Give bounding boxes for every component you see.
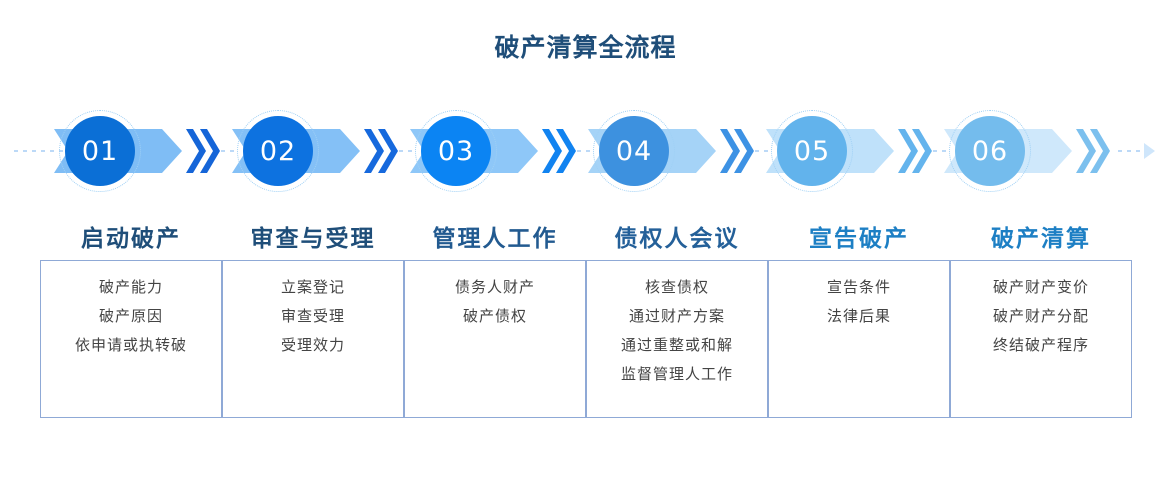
step-heading: 宣告破产	[809, 225, 909, 251]
step-item: 破产财产变价	[992, 279, 1089, 296]
step-number: 06	[955, 116, 1025, 186]
step-circle-03[interactable]: 03	[415, 110, 497, 192]
step-item: 债务人财产	[454, 279, 535, 296]
step-detail-box: 债务人财产破产债权	[404, 260, 586, 418]
dotted-line-start-icon	[14, 150, 66, 152]
step-columns: 启动破产破产能力破产原因依申请或执转破审查与受理立案登记审查受理受理效力管理人工…	[0, 218, 1171, 428]
flow-step-02[interactable]: 02	[222, 108, 417, 194]
dotted-line-end-icon	[1118, 150, 1146, 152]
step-heading: 启动破产	[81, 225, 181, 251]
step-item: 破产能力	[98, 279, 163, 296]
dotted-connector-icon	[755, 150, 773, 152]
chevron-right-icon	[898, 129, 932, 173]
step-item: 破产债权	[462, 308, 527, 325]
step-item: 通过财产方案	[628, 308, 725, 325]
step-number: 02	[243, 116, 313, 186]
step-number: 01	[65, 116, 135, 186]
dotted-connector-icon	[577, 150, 595, 152]
step-item: 监督管理人工作	[620, 366, 733, 383]
flow-step-04[interactable]: 04	[578, 108, 773, 194]
chevron-right-icon	[364, 129, 398, 173]
step-circle-02[interactable]: 02	[237, 110, 319, 192]
step-item: 宣告条件	[826, 279, 891, 296]
chevron-right-icon	[542, 129, 576, 173]
step-heading: 审查与受理	[250, 225, 376, 251]
step-detail-box: 立案登记审查受理受理效力	[222, 260, 404, 418]
step-column-03: 管理人工作债务人财产破产债权	[404, 218, 586, 418]
flow-step-06[interactable]: 06	[934, 108, 1112, 194]
step-heading: 债权人会议	[614, 225, 740, 251]
step-item: 依申请或执转破	[74, 337, 187, 354]
step-detail-box: 核查债权通过财产方案通过重整或和解监督管理人工作	[586, 260, 768, 418]
step-column-06: 破产清算破产财产变价破产财产分配终结破产程序	[950, 218, 1132, 418]
step-item: 立案登记	[280, 279, 345, 296]
step-detail-box: 宣告条件法律后果	[768, 260, 950, 418]
step-number: 05	[777, 116, 847, 186]
step-circle-01[interactable]: 01	[59, 110, 141, 192]
step-column-05: 宣告破产宣告条件法律后果	[768, 218, 950, 418]
step-column-01: 启动破产破产能力破产原因依申请或执转破	[40, 218, 222, 418]
step-circle-04[interactable]: 04	[593, 110, 675, 192]
flow-step-03[interactable]: 03	[400, 108, 595, 194]
step-item: 核查债权	[644, 279, 709, 296]
flow-step-05[interactable]: 05	[756, 108, 951, 194]
flow-step-01[interactable]: 01	[44, 108, 239, 194]
step-detail-box: 破产财产变价破产财产分配终结破产程序	[950, 260, 1132, 418]
dotted-connector-icon	[933, 150, 951, 152]
step-item: 终结破产程序	[992, 337, 1089, 354]
dotted-connector-icon	[399, 150, 417, 152]
step-detail-box: 破产能力破产原因依申请或执转破	[40, 260, 222, 418]
step-number: 04	[599, 116, 669, 186]
arrow-end-icon	[1144, 143, 1155, 159]
step-column-04: 债权人会议核查债权通过财产方案通过重整或和解监督管理人工作	[586, 218, 768, 418]
process-flow-band: 01 02 03 04 05 06	[0, 108, 1171, 194]
dotted-connector-icon	[221, 150, 239, 152]
step-item: 审查受理	[280, 308, 345, 325]
step-item: 破产原因	[98, 308, 163, 325]
step-heading: 管理人工作	[432, 225, 558, 251]
step-circle-06[interactable]: 06	[949, 110, 1031, 192]
step-circle-05[interactable]: 05	[771, 110, 853, 192]
chevron-right-icon	[720, 129, 754, 173]
step-item: 通过重整或和解	[620, 337, 733, 354]
step-item: 受理效力	[280, 337, 345, 354]
page-title: 破产清算全流程	[494, 34, 677, 62]
chevron-right-icon	[186, 129, 220, 173]
step-item: 法律后果	[826, 308, 891, 325]
step-item: 破产财产分配	[992, 308, 1089, 325]
step-heading: 破产清算	[991, 225, 1091, 251]
step-number: 03	[421, 116, 491, 186]
step-column-02: 审查与受理立案登记审查受理受理效力	[222, 218, 404, 418]
chevron-right-icon	[1076, 129, 1110, 173]
